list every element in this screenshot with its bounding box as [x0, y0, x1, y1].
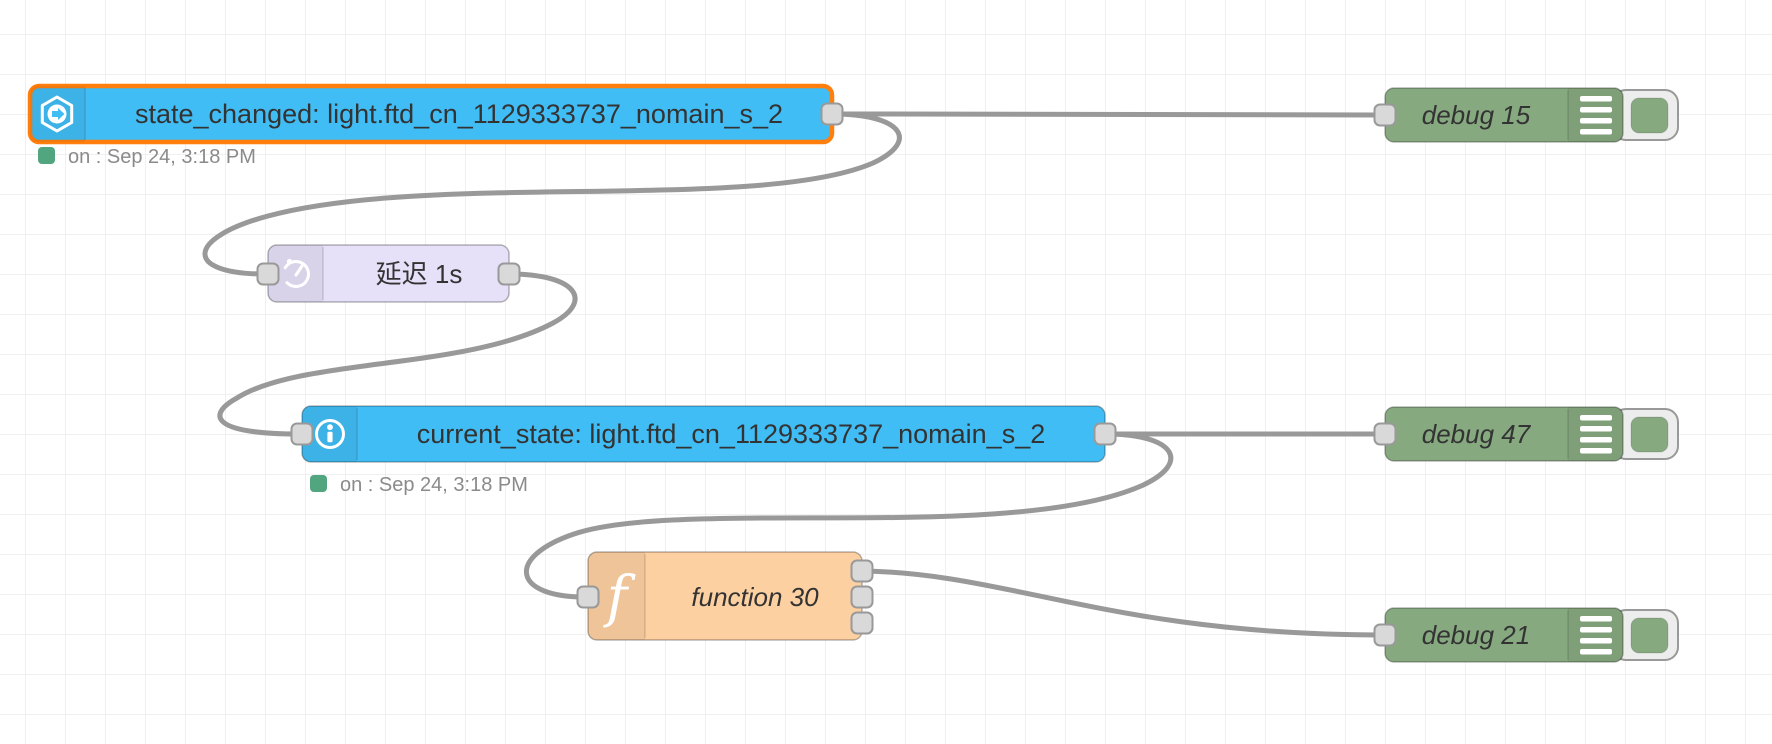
node-debug-15[interactable]: debug 15 [1373, 87, 1679, 143]
port-delay-output[interactable] [497, 262, 521, 286]
node-debug-47-label: debug 47 [1422, 419, 1532, 449]
node-function-30-label: function 30 [691, 582, 819, 612]
port-function-30-output-2[interactable] [850, 585, 874, 609]
status-state-changed: on : Sep 24, 3:18 PM [38, 146, 256, 168]
debug-list-icon [1580, 616, 1612, 655]
node-debug-47[interactable]: debug 47 [1373, 406, 1679, 462]
node-state-changed-label: state_changed: light.ftd_cn_1129333737_n… [135, 99, 783, 129]
port-debug-15-input[interactable] [1373, 103, 1397, 127]
info-icon [315, 419, 345, 449]
node-current-state[interactable]: current_state: light.ftd_cn_1129333737_n… [290, 405, 1117, 463]
node-current-state-label: current_state: light.ftd_cn_1129333737_n… [417, 419, 1045, 449]
node-debug-21[interactable]: debug 21 [1373, 607, 1679, 663]
port-current-state-input[interactable] [290, 422, 314, 446]
wire-current-state-to-function30[interactable] [524, 431, 1174, 600]
port-debug-21-input[interactable] [1373, 623, 1397, 647]
wire-delay-to-current-state[interactable] [217, 271, 578, 437]
status-current-state: on : Sep 24, 3:18 PM [310, 474, 528, 496]
node-state-changed[interactable]: state_changed: light.ftd_cn_1129333737_n… [27, 83, 844, 145]
node-function-30[interactable]: f function 30 [576, 551, 874, 641]
hexagon-arrow-icon [40, 95, 74, 133]
debug-list-icon [1580, 96, 1612, 135]
wire-state-changed-to-debug15[interactable] [829, 111, 1381, 118]
wire-function30-to-debug21[interactable] [859, 568, 1381, 638]
status-dot [38, 147, 55, 164]
port-state-changed-output[interactable] [820, 102, 844, 126]
port-function-30-input[interactable] [576, 585, 600, 609]
debug-list-icon [1580, 415, 1612, 454]
status-text: on : Sep 24, 3:18 PM [68, 146, 256, 168]
status-text: on : Sep 24, 3:18 PM [340, 474, 528, 496]
port-function-30-output-1[interactable] [850, 559, 874, 583]
node-delay[interactable]: 延迟 1s [256, 244, 521, 303]
port-debug-47-input[interactable] [1373, 422, 1397, 446]
port-delay-input[interactable] [256, 262, 280, 286]
node-debug-21-label: debug 21 [1422, 620, 1530, 650]
port-current-state-output[interactable] [1093, 422, 1117, 446]
debug-toggle-button[interactable] [1612, 89, 1679, 141]
node-delay-label: 延迟 1s [376, 259, 463, 289]
status-dot [310, 475, 327, 492]
node-debug-15-label: debug 15 [1422, 100, 1531, 130]
debug-toggle-button[interactable] [1612, 609, 1679, 661]
timer-icon [282, 258, 310, 288]
wire-state-changed-to-delay[interactable] [202, 111, 902, 277]
port-function-30-output-3[interactable] [850, 611, 874, 635]
